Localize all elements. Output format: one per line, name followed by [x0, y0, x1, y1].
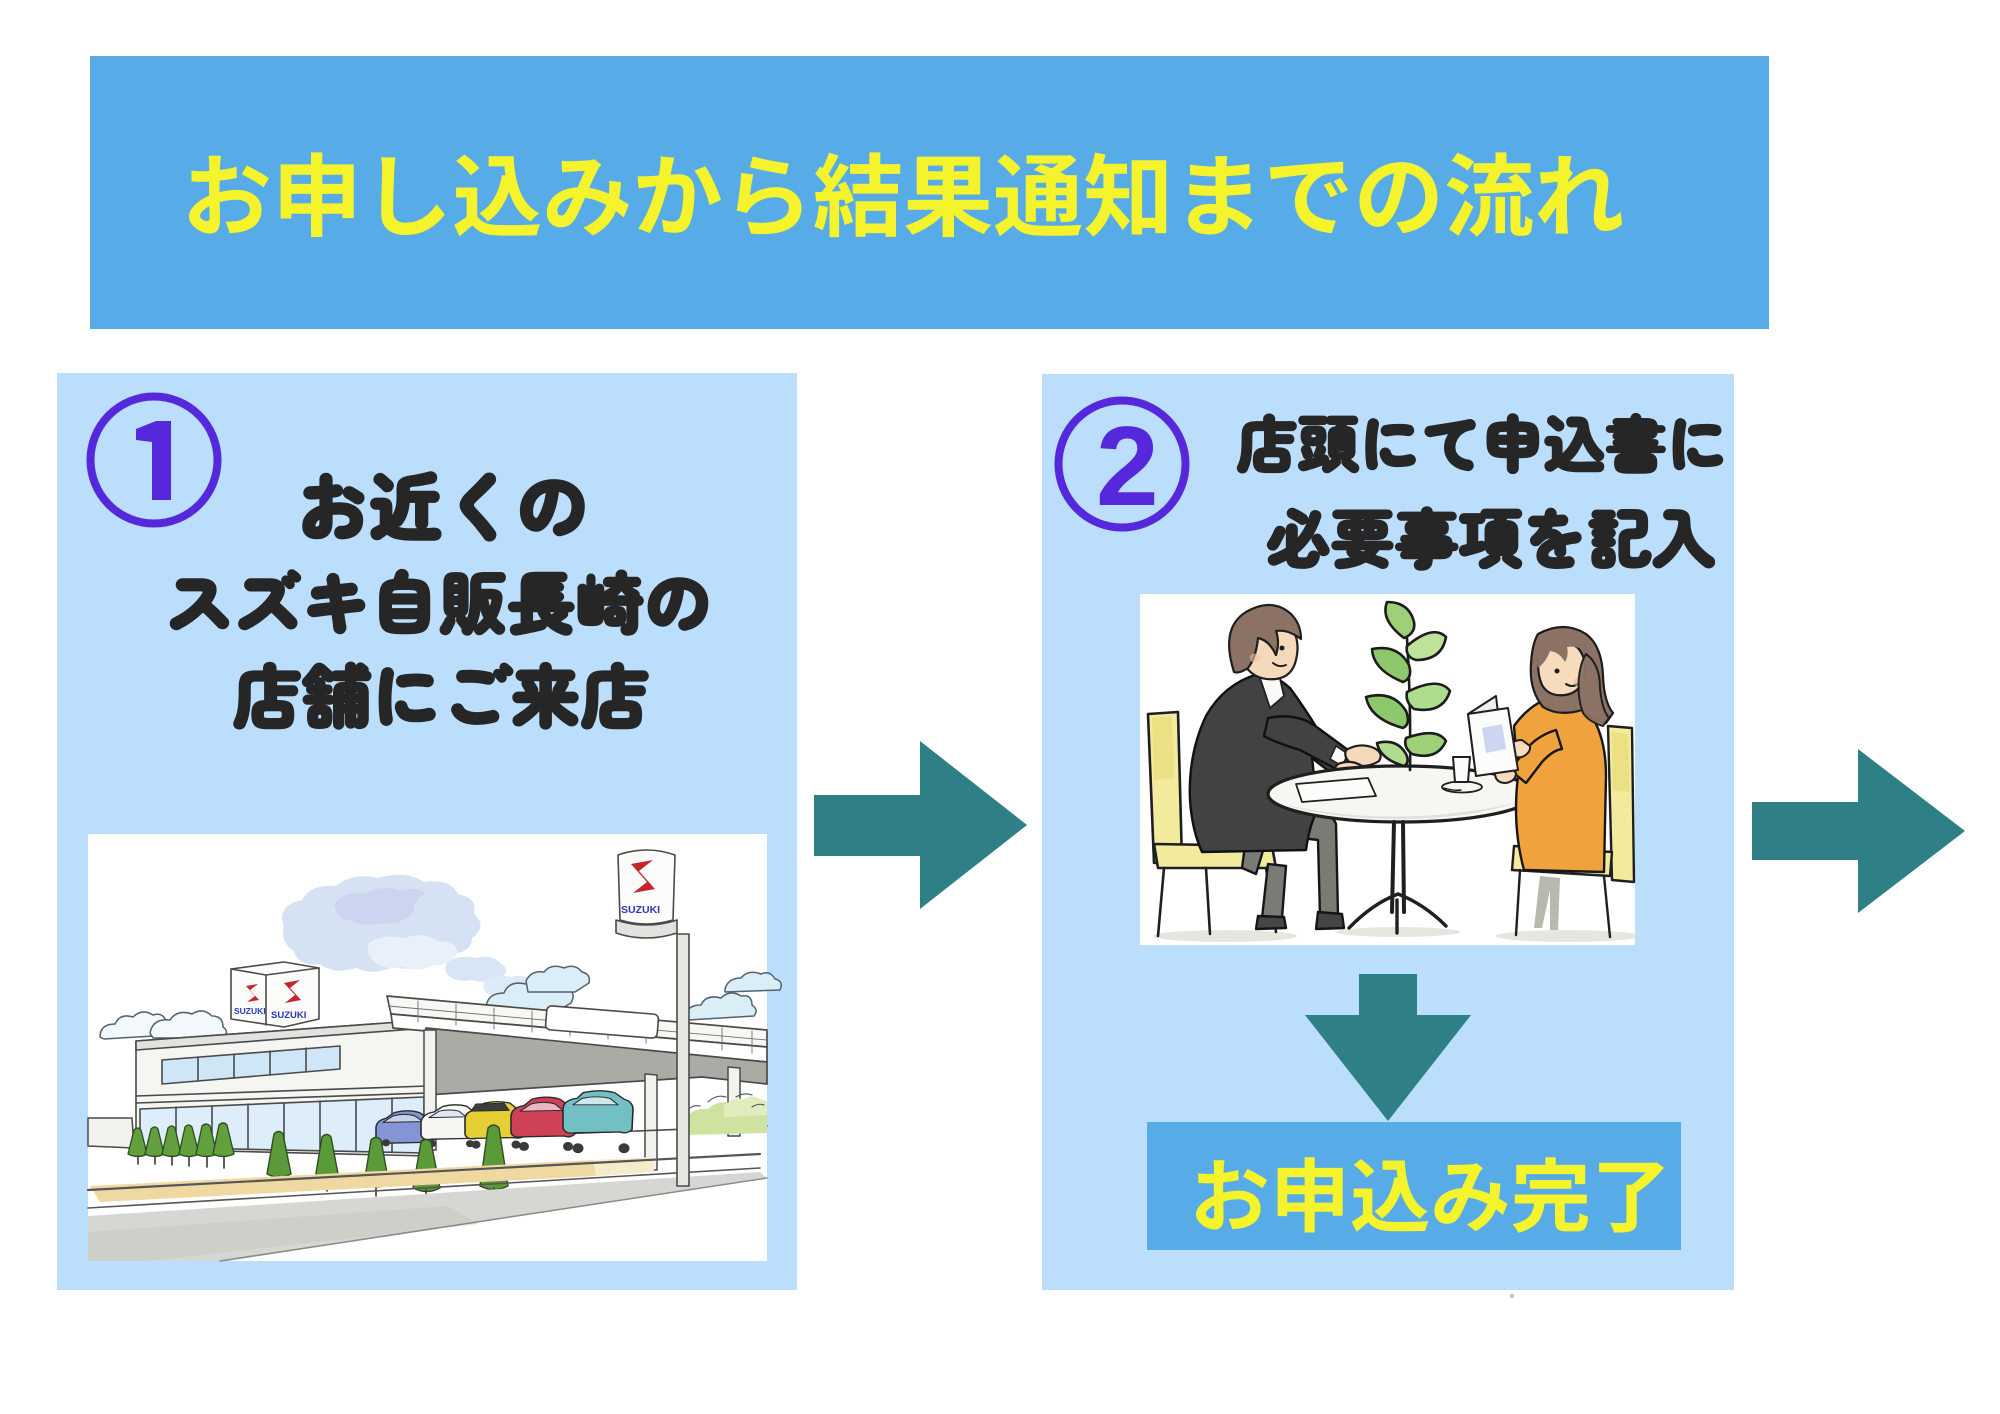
svg-text:SUZUKI: SUZUKI — [621, 904, 660, 916]
svg-text:SUZUKI: SUZUKI — [234, 1006, 266, 1016]
svg-text:SUZUKI: SUZUKI — [271, 1010, 306, 1021]
